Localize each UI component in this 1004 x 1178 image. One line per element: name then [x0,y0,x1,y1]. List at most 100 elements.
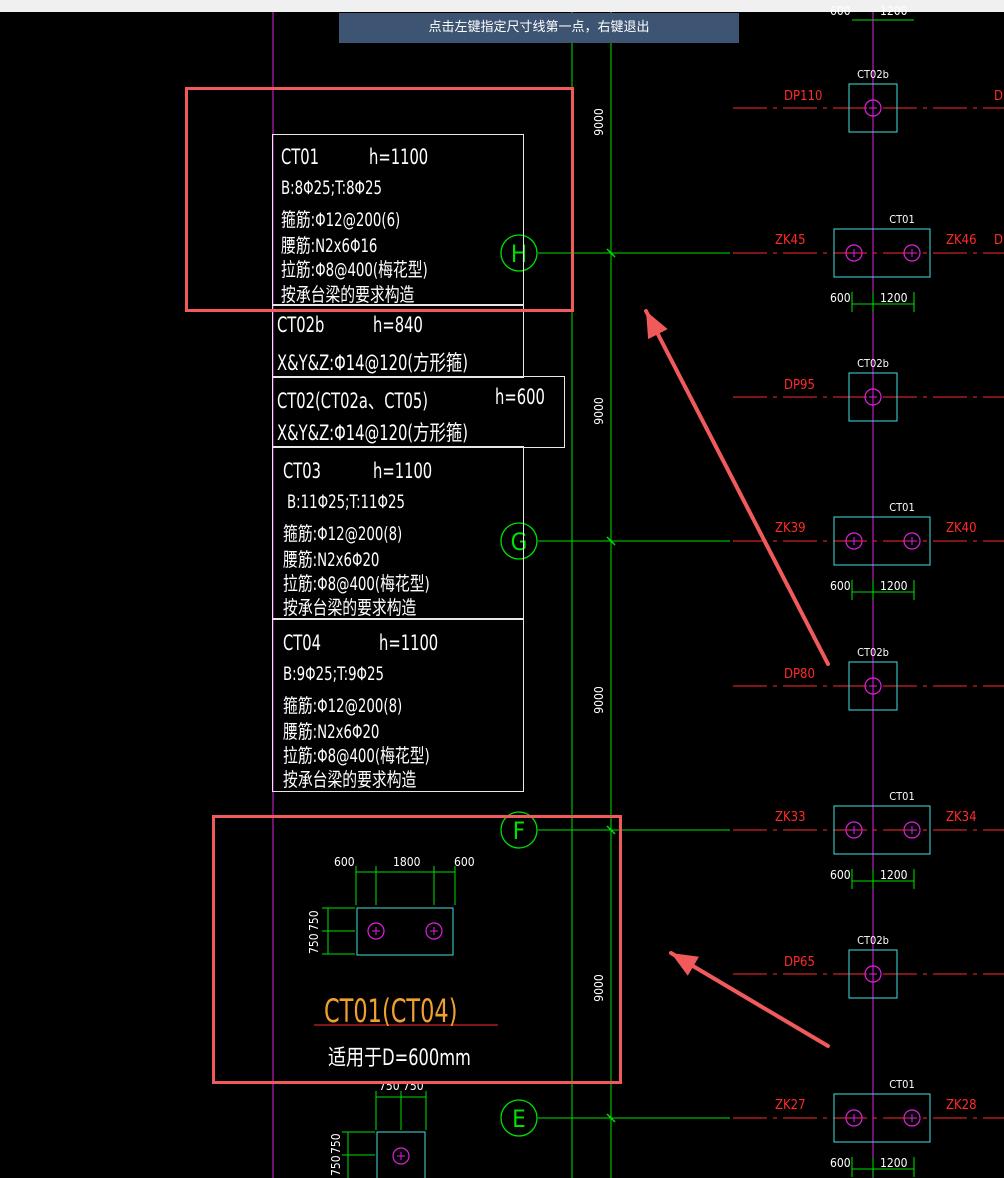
spec-name: CT02(CT02a、CT05) [277,389,429,413]
spec-line: B:11Φ25;T:11Φ25 [287,491,405,513]
pile-cap[interactable] [848,661,898,711]
pile-cap[interactable] [833,1093,931,1143]
dim-label: 600 [830,579,851,593]
spec-line: 腰筋:N2x6Φ16 [281,235,378,257]
spec-line: 按承台梁的要求构造 [283,769,417,791]
spec-line: 按承台梁的要求构造 [281,284,415,306]
pile-label: ZK46 [946,233,977,248]
pile-circle [903,821,921,839]
pile-label: DP110 [784,89,822,104]
spec-table-ct02b[interactable]: CT02b h=840 X&Y&Z:Φ14@120(方形箍) [272,304,524,378]
spec-table-ct03[interactable]: CT03 h=1100 B:11Φ25;T:11Φ25 箍筋:Φ12@200(8… [272,446,524,620]
pile-label: DP65 [784,955,815,970]
spec-height: h=600 [495,385,545,409]
spec-line: B:8Φ25;T:8Φ25 [281,177,383,199]
annotation-arrow-2-shaft [669,951,830,1048]
pile-circle [903,1109,921,1127]
dim-label: 1200 [880,579,908,593]
pile-circle [367,922,385,940]
detail-pile-cap[interactable] [376,1131,426,1178]
axis-label: E [512,1105,526,1133]
spec-height: h=1100 [379,631,439,655]
pile-circle [903,532,921,550]
spec-line: 拉筋:Φ8@400(梅花型) [283,573,430,595]
axis-label: F [513,817,525,845]
spec-line: X&Y&Z:Φ14@120(方形箍) [277,421,468,445]
axis-bubble [500,234,538,272]
annotation-arrow-2-head [671,953,699,976]
spec-table-ct01[interactable]: CT01 h=1100 B:8Φ25;T:8Φ25 箍筋:Φ12@200(6) … [272,134,524,306]
pile-circle [392,1147,410,1165]
dim-label: 600 [830,868,851,882]
pile-circle [903,244,921,262]
dim-label: 1200 [880,1156,908,1170]
spec-height: h=1100 [369,145,429,169]
axis-tick [606,1113,616,1123]
spec-table-ct02[interactable]: CT02(CT02a、CT05) h=600 X&Y&Z:Φ14@120(方形箍… [272,376,565,448]
pile-circle [845,532,863,550]
dim-label: 600 [830,1156,851,1170]
spec-line: 按承台梁的要求构造 [283,597,417,619]
spacing-label: 9000 [592,108,606,136]
spacing-label: 9000 [592,974,606,1002]
spec-table-ct04[interactable]: CT04 h=1100 B:9Φ25;T:9Φ25 箍筋:Φ12@200(8) … [272,618,524,792]
dim-label: 1800 [393,855,421,869]
cap-label: CT02b [857,357,889,370]
axis-tick [606,248,616,258]
axis-bubble [500,1099,538,1137]
pile-label: ZK34 [946,810,977,825]
spec-line: B:9Φ25;T:9Φ25 [283,663,385,685]
axis-bubble [500,522,538,560]
pile-cap[interactable] [833,805,931,855]
pile-label: DP95 [784,378,815,393]
pile-circle [864,99,882,117]
cap-label: CT01 [889,213,915,226]
spec-name: CT04 [283,631,322,655]
spacing-label: 9000 [592,686,606,714]
dim-label: 1200 [880,868,908,882]
detail-pile-cap[interactable] [356,907,454,956]
dim-label: 600 [454,855,475,869]
pile-label: DP80 [784,667,815,682]
spec-height: h=1100 [373,459,433,483]
pile-circle [845,244,863,262]
cap-label: CT02b [857,68,889,81]
spec-name: CT01 [281,145,320,169]
axis-bubble [500,811,538,849]
pile-cap[interactable] [833,228,931,278]
pile-label: ZK45 [775,233,806,248]
highlight-box-ct01 [185,87,574,312]
dim-label: 750 [329,1155,343,1176]
pile-cap[interactable] [848,83,898,133]
cap-label: CT02b [857,646,889,659]
pile-label: D [994,233,1003,248]
spec-line: X&Y&Z:Φ14@120(方形箍) [277,351,468,375]
spec-line: 箍筋:Φ12@200(8) [283,695,403,717]
top-strip [0,0,1004,12]
pile-cap[interactable] [833,516,931,566]
pile-label: ZK39 [775,521,806,536]
pile-circle [864,965,882,983]
spec-name: CT02b [277,313,325,337]
dim-label: 600 [830,291,851,305]
spec-name: CT03 [283,459,322,483]
dim-label: 750 [329,1133,343,1154]
axis-tick [606,536,616,546]
pile-circle [425,922,443,940]
dim-label: 600 [830,4,851,18]
pile-label: ZK27 [775,1098,806,1113]
dim-label: 1200 [880,4,908,18]
pile-circle [845,821,863,839]
pile-circle [864,677,882,695]
dim-label: 600 [334,855,355,869]
spec-line: 箍筋:Φ12@200(8) [283,523,403,545]
pile-cap[interactable] [848,949,898,999]
pile-circle [845,1109,863,1127]
pile-cap[interactable] [848,372,898,422]
spec-line: 腰筋:N2x6Φ20 [283,721,380,743]
axis-tick [606,825,616,835]
annotation-arrow-1-head [646,311,668,340]
detail-note: 适用于D=600mm [328,1046,471,1071]
detail-title: CT01(CT04) [324,992,458,1030]
